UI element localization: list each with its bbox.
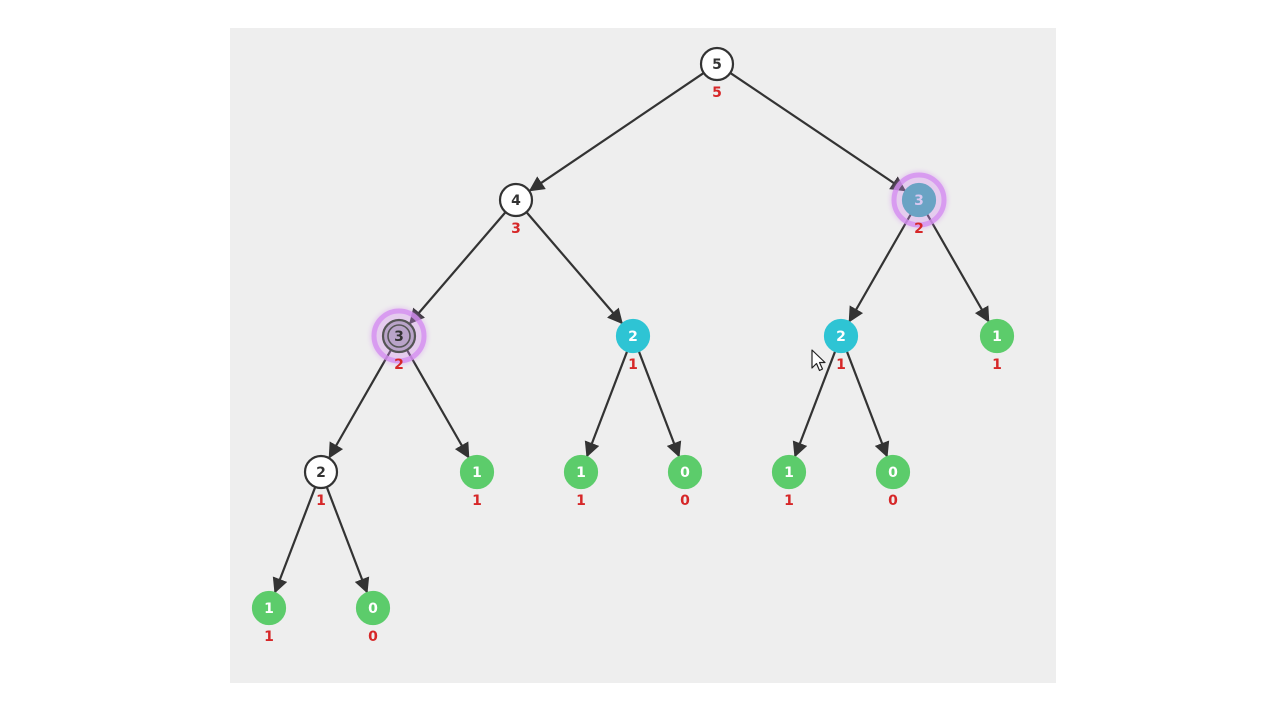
node-circle xyxy=(667,454,703,490)
edge-n4-n3l xyxy=(409,211,507,325)
edge-n4-n2m xyxy=(525,211,623,325)
memo-value: 2 xyxy=(914,221,924,237)
node-value: 0 xyxy=(680,465,690,481)
node-value: 4 xyxy=(511,193,521,209)
node-circle xyxy=(979,318,1015,354)
tree-node-n2m[interactable]: 21 xyxy=(615,318,651,373)
tree-node-n1c[interactable]: 11 xyxy=(771,454,807,509)
tree-node-n5[interactable]: 55 xyxy=(699,46,735,101)
pending-indicator xyxy=(387,324,411,348)
tree-node-n3r[interactable]: 32 xyxy=(890,171,948,237)
node-value: 1 xyxy=(472,465,482,481)
edge-n2r-n1c xyxy=(792,350,837,458)
edge-n2l-n1d xyxy=(272,486,317,594)
node-circle xyxy=(355,590,391,626)
node-circle xyxy=(303,454,339,490)
memo-value: 0 xyxy=(368,629,378,645)
edge-n2m-n0b xyxy=(637,350,682,458)
node-value: 0 xyxy=(368,601,378,617)
node-value: 3 xyxy=(914,193,924,209)
memo-value: 0 xyxy=(888,493,898,509)
node-value: 2 xyxy=(836,329,846,345)
node-value: 1 xyxy=(784,465,794,481)
node-circle xyxy=(771,454,807,490)
tree-node-n1r[interactable]: 11 xyxy=(979,318,1015,373)
tree-node-n4[interactable]: 43 xyxy=(498,182,534,237)
tree-node-n0c[interactable]: 00 xyxy=(875,454,911,509)
highlight-ring xyxy=(371,308,427,364)
node-circle xyxy=(875,454,911,490)
memo-value: 1 xyxy=(316,493,326,509)
node-circle xyxy=(615,318,651,354)
memo-value: 1 xyxy=(576,493,586,509)
memo-value: 1 xyxy=(264,629,274,645)
memo-value: 1 xyxy=(992,357,1002,373)
mouse-cursor-icon xyxy=(811,349,826,372)
memo-value: 0 xyxy=(680,493,690,509)
node-circle xyxy=(459,454,495,490)
memo-value: 1 xyxy=(472,493,482,509)
edge-n3l-n1a xyxy=(406,349,470,459)
node-value: 5 xyxy=(712,57,722,73)
node-value: 0 xyxy=(888,465,898,481)
tree-node-n2r[interactable]: 21 xyxy=(823,318,859,373)
memo-value: 5 xyxy=(712,85,722,101)
highlight-ring xyxy=(891,172,947,228)
node-value: 3 xyxy=(394,329,404,345)
node-circle xyxy=(563,454,599,490)
edge-n2r-n0c xyxy=(845,350,890,458)
edge-n3r-n1r xyxy=(926,213,990,323)
tree-node-n0d[interactable]: 00 xyxy=(355,590,391,645)
node-value: 1 xyxy=(576,465,586,481)
tree-node-n1a[interactable]: 11 xyxy=(459,454,495,509)
edges-layer xyxy=(272,72,990,594)
node-circle xyxy=(823,318,859,354)
node-circle xyxy=(498,182,534,218)
memo-value: 3 xyxy=(511,221,521,237)
node-value: 1 xyxy=(992,329,1002,345)
edge-n5-n3r xyxy=(729,72,907,192)
node-value: 1 xyxy=(264,601,274,617)
memo-value: 1 xyxy=(836,357,846,373)
edge-n5-n4 xyxy=(528,72,705,192)
tree-node-n2l[interactable]: 21 xyxy=(303,454,339,509)
memo-value: 1 xyxy=(628,357,638,373)
node-circle xyxy=(699,46,735,82)
tree-node-n1b[interactable]: 11 xyxy=(563,454,599,509)
edge-n2m-n1b xyxy=(584,350,629,458)
memo-value: 1 xyxy=(784,493,794,509)
tree-node-n3l[interactable]: 32 xyxy=(370,307,428,373)
node-value: 2 xyxy=(628,329,638,345)
node-circle xyxy=(901,182,937,218)
tree-node-n0b[interactable]: 00 xyxy=(667,454,703,509)
tree-node-n1d[interactable]: 11 xyxy=(251,590,287,645)
memo-value: 2 xyxy=(394,357,404,373)
edge-n3r-n2r xyxy=(848,213,912,323)
edge-n3l-n2l xyxy=(328,349,392,459)
node-value: 2 xyxy=(316,465,326,481)
node-circle xyxy=(251,590,287,626)
edge-n2l-n0d xyxy=(325,486,370,594)
